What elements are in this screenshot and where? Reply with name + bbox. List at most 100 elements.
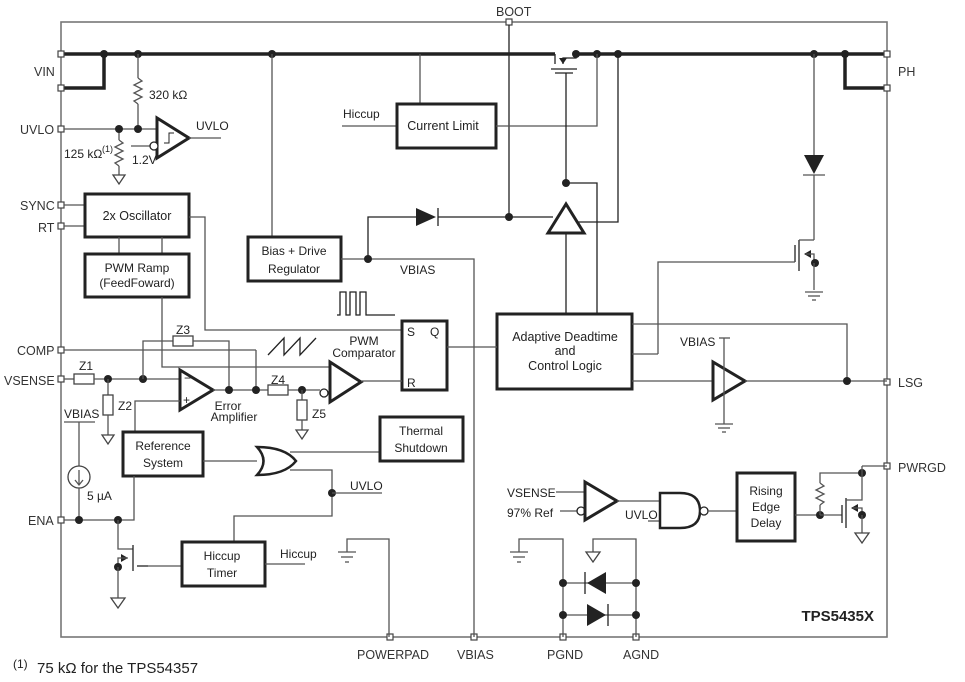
pin-label-vin: VIN xyxy=(34,65,55,79)
z1-impedance xyxy=(73,373,95,385)
bias-label-1: Bias + Drive xyxy=(261,244,326,258)
pin-ena xyxy=(57,516,65,524)
adaptive-label-2: and xyxy=(555,344,576,358)
z5-impedance xyxy=(296,399,308,421)
pin-comp xyxy=(57,346,65,354)
junction xyxy=(843,377,851,385)
vbias-node-label: VBIAS xyxy=(400,263,435,277)
hiccup-label-1: Hiccup xyxy=(204,549,241,563)
uvlo-or-label: UVLO xyxy=(350,479,383,493)
bias-drive-regulator-block xyxy=(246,235,343,283)
uvlo-comparator xyxy=(131,115,221,161)
pin-label-ph: PH xyxy=(898,65,915,79)
pin-vin-2 xyxy=(57,84,65,92)
pin-sync xyxy=(57,201,65,209)
vbias-left-label: VBIAS xyxy=(64,407,99,421)
error-amp-minus: − xyxy=(184,371,191,385)
footnote-text: 75 kΩ for the TPS54357 xyxy=(37,660,198,677)
pg-ref-label: 97% Ref xyxy=(507,506,554,520)
error-amp-label-2: Amplifier xyxy=(211,410,258,424)
adaptive-label-3: Control Logic xyxy=(528,359,602,373)
latch-q-label: Q xyxy=(430,325,439,339)
nand-gate xyxy=(658,491,702,530)
pwm-ramp-label-1: PWM Ramp xyxy=(105,261,170,275)
latch-r-label: R xyxy=(407,376,416,390)
pin-label-lsg: LSG xyxy=(898,376,923,390)
oscillator-block xyxy=(83,192,191,239)
rising-label-1: Rising xyxy=(749,484,782,498)
pin-label-powerpad: POWERPAD xyxy=(357,648,429,662)
hiccup-input-label: Hiccup xyxy=(343,107,380,121)
junction xyxy=(252,386,260,394)
z4-label: Z4 xyxy=(271,373,285,387)
junction xyxy=(559,611,567,619)
uvlo-divider xyxy=(64,54,157,186)
part-number-label: TPS5435X xyxy=(801,608,874,625)
pin-label-sync: SYNC xyxy=(20,199,55,213)
power-bus xyxy=(61,52,887,90)
junction xyxy=(505,213,513,221)
pin-label-pwrgd: PWRGD xyxy=(898,461,946,475)
thermal-shutdown-block xyxy=(378,415,465,463)
pin-uvlo xyxy=(57,125,65,133)
junction xyxy=(225,386,233,394)
pin-boot xyxy=(505,18,513,26)
junction xyxy=(100,50,108,58)
ref-1v2-label: 1.2V xyxy=(132,153,157,167)
resistor-label-125k: 125 kΩ xyxy=(64,147,102,161)
rising-edge-delay-block xyxy=(735,471,797,543)
error-amp-plus: + xyxy=(183,393,190,407)
footnote-index: (1) xyxy=(13,657,28,671)
pin-label-agnd: AGND xyxy=(623,648,659,662)
pwm-ramp-block xyxy=(83,252,191,299)
junction xyxy=(632,611,640,619)
pg-uvlo-label: UVLO xyxy=(625,508,658,522)
pwm-ramp-label-2: (FeedFoward) xyxy=(99,276,174,290)
power-good-comparator xyxy=(583,479,620,523)
pin-vsense xyxy=(57,375,65,383)
reference-label-2: System xyxy=(143,456,183,470)
pin-label-pgnd: PGND xyxy=(547,648,583,662)
reference-system-block xyxy=(121,430,205,478)
junction xyxy=(75,516,83,524)
hiccup-output-label: Hiccup xyxy=(280,547,317,561)
hiccup-timer-block xyxy=(180,540,267,588)
pwm-comparator-label-1: PWM xyxy=(349,334,378,348)
adaptive-label-1: Adaptive Deadtime xyxy=(512,330,618,344)
z3-label: Z3 xyxy=(176,323,190,337)
z2-impedance xyxy=(102,394,114,416)
pin-powerpad xyxy=(386,633,394,641)
error-amp-label-1: Error xyxy=(215,399,242,413)
pin-ph-2 xyxy=(883,84,891,92)
high-side-driver xyxy=(545,201,587,235)
high-side-mosfet-icon xyxy=(551,54,577,183)
pin-label-boot: BOOT xyxy=(496,5,532,19)
adaptive-deadtime-block xyxy=(495,312,634,391)
thermal-label-1: Thermal xyxy=(399,424,443,438)
z2-label: Z2 xyxy=(118,399,132,413)
pin-label-vbias: VBIAS xyxy=(457,648,494,662)
error-amplifier xyxy=(178,367,216,413)
current-source-label: 5 µA xyxy=(87,489,112,503)
hiccup-label-2: Timer xyxy=(207,566,237,580)
boot-diode-icon xyxy=(416,208,436,226)
pin-label-ena: ENA xyxy=(28,514,54,528)
pulse-waveform-icon xyxy=(337,291,395,316)
low-side-driver xyxy=(711,359,748,403)
pwrgd-pullup-resistor xyxy=(814,472,862,515)
or-gate xyxy=(254,445,298,477)
thermal-label-2: Shutdown xyxy=(394,441,447,455)
rising-label-3: Delay xyxy=(751,516,782,530)
agnd-pgnd-diode-2-icon xyxy=(587,604,606,626)
reference-label-1: Reference xyxy=(135,439,191,453)
resistor-label-320k: 320 kΩ xyxy=(149,88,187,102)
uvlo-output-label: UVLO xyxy=(196,119,229,133)
pin-rt xyxy=(57,222,65,230)
pg-vsense-label: VSENSE xyxy=(507,486,556,500)
bias-label-2: Regulator xyxy=(268,262,320,276)
pwrgd-mosfet-icon xyxy=(820,473,871,545)
pin-label-rt: RT xyxy=(38,221,55,235)
current-limit-block xyxy=(395,102,498,150)
z5-label: Z5 xyxy=(312,407,326,421)
